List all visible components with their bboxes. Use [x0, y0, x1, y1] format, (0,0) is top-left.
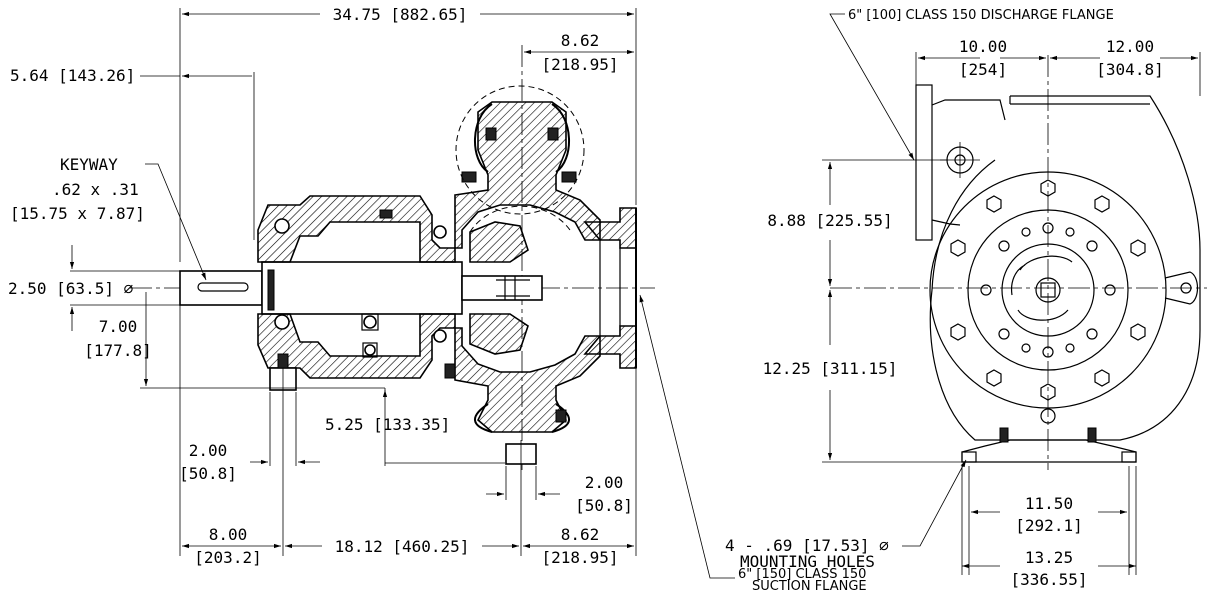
dim-center-to-back: 12.00	[1106, 37, 1154, 56]
dim-foot-to-flange: 8.62	[561, 525, 600, 544]
dim-flange-to-center-metric: [254]	[959, 60, 1007, 79]
front-feet	[961, 439, 1137, 463]
bearing-frame	[257, 195, 456, 263]
dim-foot-overall-metric: [336.55]	[1010, 570, 1087, 589]
front-view	[830, 55, 1207, 470]
dim-foot-overall: 13.25	[1025, 548, 1073, 567]
keyway-label: KEYWAY	[60, 155, 118, 174]
dim-foot-width-left-metric: [50.8]	[179, 464, 237, 483]
dim-centerline-height: 7.00	[99, 317, 138, 336]
mounting-holes-label: MOUNTING HOLES	[740, 552, 875, 571]
side-section-view	[130, 45, 655, 470]
dim-bolt-spacing-metric: [292.1]	[1015, 516, 1082, 535]
dim-foot-to-flange-metric: [218.95]	[541, 548, 618, 567]
dim-flange-to-center: 10.00	[959, 37, 1007, 56]
dim-discharge-offset: 8.62	[561, 31, 600, 50]
dim-upper-height: 8.88 [225.55]	[767, 211, 892, 230]
keyway-size: .62 x .31	[52, 180, 139, 199]
suction-flange-line2: SUCTION FLANGE	[752, 579, 867, 594]
dim-foot-spacing: 18.12 [460.25]	[335, 537, 470, 556]
outer-bolt-ring	[950, 179, 1146, 401]
dim-shaft-to-flange: 5.64 [143.26]	[10, 66, 135, 85]
mounting-holes-spec: 4 - .69 [17.53] ∅	[725, 536, 889, 555]
discharge-flange	[915, 84, 933, 241]
shaft-extension	[179, 270, 263, 306]
dim-discharge-offset-metric: [218.95]	[541, 55, 618, 74]
dim-foot-width-right: 2.00	[585, 473, 624, 492]
inner-bolt-circle	[980, 222, 1116, 358]
keyway-metric: [15.75 x 7.87]	[10, 204, 145, 223]
dim-foot-width-right-metric: [50.8]	[575, 496, 633, 515]
dim-shaft-end-to-foot-metric: [203.2]	[194, 548, 261, 567]
notes: 4 - .69 [17.53] ∅ MOUNTING HOLES 6" [150…	[725, 536, 889, 594]
casing-cover	[929, 171, 1167, 409]
dim-foot-width-left: 2.00	[189, 441, 228, 460]
dim-center-to-back-metric: [304.8]	[1096, 60, 1163, 79]
front-view-dimensions: 6" [100] CLASS 150 DISCHARGE FLANGE 10.0…	[746, 8, 1201, 589]
side-view-dimensions: 34.75 [882.65] 5.64 [143.26] KEYWAY .62 …	[8, 4, 637, 567]
keyway	[197, 282, 249, 292]
suction-flange-line1: 6" [150] CLASS 150	[738, 567, 866, 582]
discharge-flange-note: 6" [100] CLASS 150 DISCHARGE FLANGE	[848, 8, 1114, 23]
dim-bolt-spacing: 11.50	[1025, 494, 1073, 513]
dim-shaft-diameter: 2.50 [63.5] ∅	[8, 279, 134, 298]
dim-shaft-end-to-foot: 8.00	[209, 525, 248, 544]
dim-foot-to-pedestal: 5.25 [133.35]	[325, 415, 450, 434]
dim-overall-length: 34.75 [882.65]	[333, 5, 468, 24]
dim-lower-height: 12.25 [311.15]	[763, 359, 898, 378]
dim-centerline-height-metric: [177.8]	[84, 341, 151, 360]
